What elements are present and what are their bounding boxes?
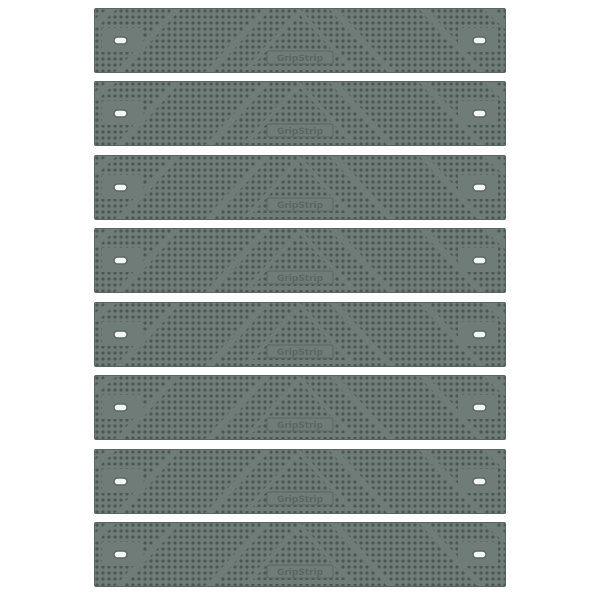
logo-plate (266, 197, 334, 212)
smooth-diagonal-bands (94, 375, 506, 440)
mounting-hole-left (113, 550, 128, 559)
smooth-diagonal-bands (94, 81, 506, 146)
center-triangle-outline (243, 450, 357, 511)
mounting-hole-right (472, 330, 487, 339)
grip-strip: GripStrip (94, 81, 506, 146)
smooth-diagonal-bands (94, 8, 506, 73)
mounting-hole-left (113, 477, 128, 486)
mounting-hole-right (472, 403, 487, 412)
mounting-hole-left (113, 183, 128, 192)
mounting-hole-left (113, 109, 128, 118)
mounting-hole-right (472, 477, 487, 486)
smooth-diagonal-bands (94, 155, 506, 220)
logo-text: GripStrip (277, 568, 324, 578)
mounting-hole-left (113, 330, 128, 339)
center-triangle-outline (243, 376, 357, 437)
mounting-hole-left (113, 36, 128, 45)
center-triangle-outline (243, 229, 357, 290)
logo-text: GripStrip (277, 127, 324, 137)
mounting-hole-left (113, 256, 128, 265)
center-triangle-outline (243, 82, 357, 143)
grip-strip: GripStrip (94, 375, 506, 440)
center-triangle-outline (243, 523, 357, 584)
logo-text: GripStrip (277, 201, 324, 211)
mounting-hole-right (472, 550, 487, 559)
mounting-hole-right (472, 109, 487, 118)
logo-plate (266, 270, 334, 285)
logo-plate (266, 123, 334, 138)
logo-plate (266, 417, 334, 432)
logo-text: GripStrip (277, 54, 324, 64)
logo-text: GripStrip (277, 421, 324, 431)
center-triangle-outline (243, 303, 357, 364)
grip-strip: GripStrip (94, 449, 506, 514)
logo-plate (266, 50, 334, 65)
smooth-diagonal-bands (94, 449, 506, 514)
grip-strip: GripStrip (94, 302, 506, 367)
mounting-hole-right (472, 183, 487, 192)
grip-strip: GripStrip (94, 155, 506, 220)
smooth-diagonal-bands (94, 522, 506, 587)
smooth-diagonal-bands (94, 228, 506, 293)
mounting-hole-right (472, 36, 487, 45)
logo-text: GripStrip (277, 495, 324, 505)
smooth-diagonal-bands (94, 302, 506, 367)
center-triangle-outline (243, 9, 357, 70)
grip-strip: GripStrip (94, 8, 506, 73)
logo-plate (266, 491, 334, 506)
logo-text: GripStrip (277, 274, 324, 284)
logo-plate (266, 564, 334, 579)
mounting-hole-left (113, 403, 128, 412)
grip-strip: GripStrip (94, 522, 506, 587)
center-triangle-outline (243, 156, 357, 217)
logo-plate (266, 344, 334, 359)
grip-strip: GripStrip (94, 228, 506, 293)
mounting-hole-right (472, 256, 487, 265)
logo-text: GripStrip (277, 348, 324, 358)
